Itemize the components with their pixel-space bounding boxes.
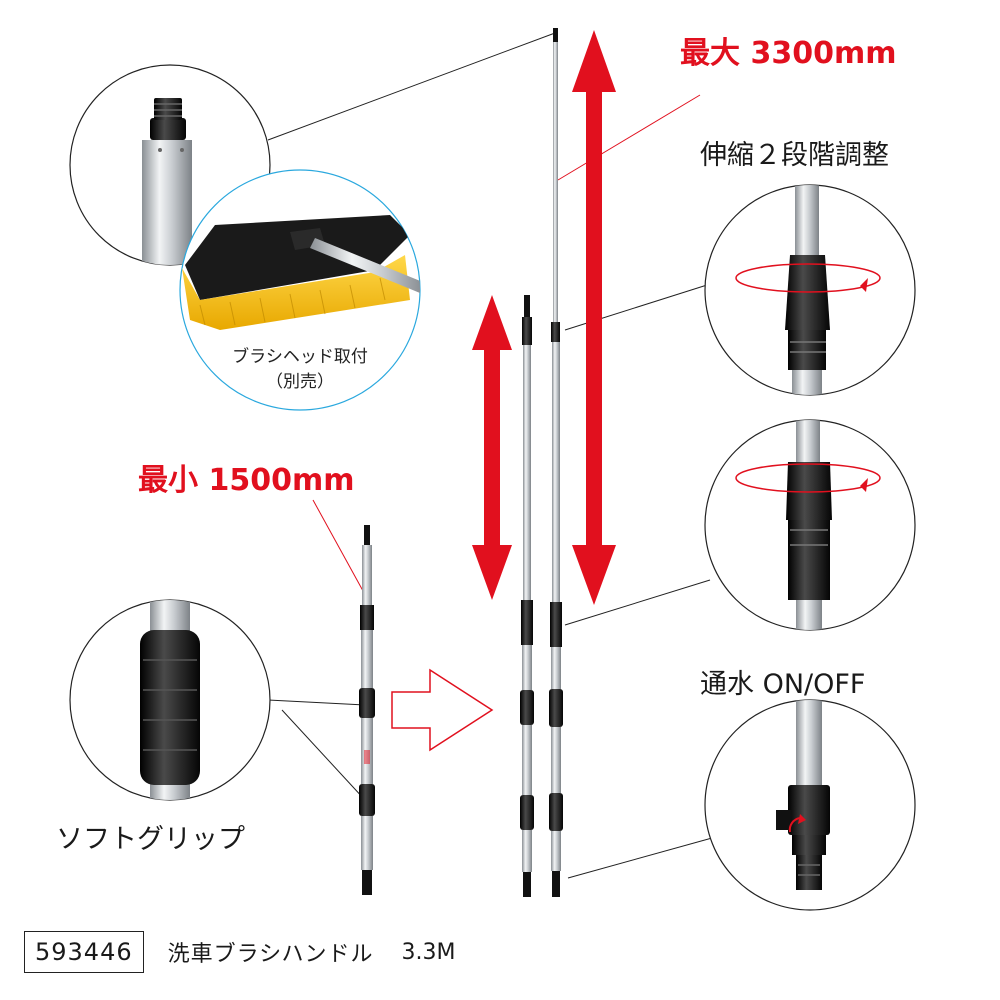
expand-arrow-icon [572,30,616,605]
brush-caption: ブラシヘッド取付 （別売） [200,342,400,392]
water-label: 通水 ON/OFF [700,669,866,700]
pole-short [359,525,375,895]
min-length-label: 最小 1500mm [138,463,355,498]
adjust-label: 伸縮２段階調整 [700,140,889,171]
brush-caption-line1: ブラシヘッド取付 [232,347,368,367]
transform-arrow-icon [391,668,494,752]
product-code: 593446 [24,931,144,973]
upper-lock-circle [704,184,916,396]
brush-caption-line2: （別売） [266,372,334,392]
expand-arrow-icon [472,295,512,600]
rotate-arrow-icon [735,463,881,493]
red-leader-lines [312,94,701,601]
max-length-label: 最大 3300mm [680,36,897,71]
product-name: 洗車ブラシハンドル [167,942,374,967]
lower-lock-circle [704,419,916,631]
rotate-arrow-icon [735,263,881,293]
pole-long [549,28,563,897]
soft-grip-circle [69,599,271,801]
brush-head-circle [179,169,421,411]
product-footer: 593446 洗車ブラシハンドル 3.3M [24,930,456,974]
pole-mid [520,295,534,897]
water-valve-circle [704,699,916,911]
grip-label: ソフトグリップ [56,824,245,855]
product-spec: 3.3M [401,939,456,965]
